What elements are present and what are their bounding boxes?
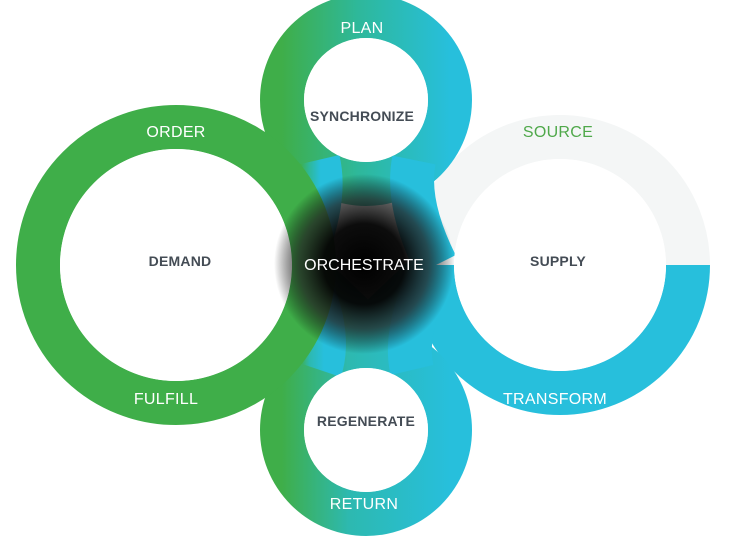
orchestrate-hub: [274, 174, 454, 354]
plan-label: PLAN: [341, 20, 384, 37]
regenerate-label: REGENERATE: [317, 413, 415, 429]
fulfill-label: FULFILL: [134, 391, 198, 408]
transform-label: TRANSFORM: [503, 391, 607, 408]
supply-loop: [410, 115, 710, 415]
supply-ring-light: [410, 115, 710, 265]
supply-ring-blue: [410, 265, 710, 415]
return-label: RETURN: [330, 496, 398, 513]
synchronize-label: SYNCHRONIZE: [310, 108, 414, 124]
source-label: SOURCE: [523, 124, 593, 141]
demand-label: DEMAND: [149, 253, 212, 269]
supply-label: SUPPLY: [530, 253, 586, 269]
order-label: ORDER: [146, 124, 205, 141]
orchestrate-label: ORCHESTRATE: [304, 257, 424, 274]
